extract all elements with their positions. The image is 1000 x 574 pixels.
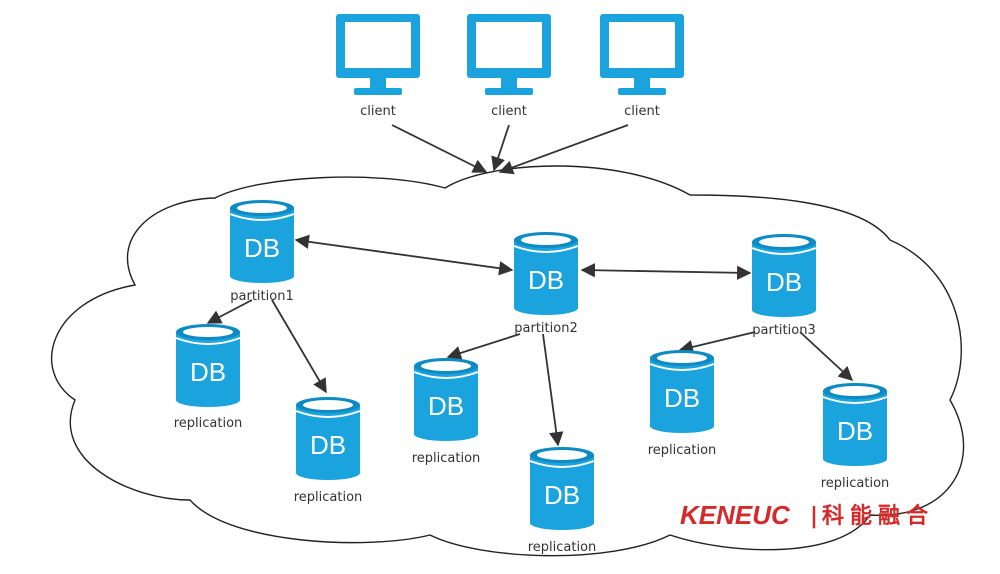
db-text: DB — [544, 480, 580, 510]
client-label: client — [624, 104, 660, 119]
partition-label: partition3 — [752, 323, 815, 338]
db-text: DB — [664, 383, 700, 413]
partition1-partition2-link — [294, 234, 514, 276]
monitor-icon — [336, 14, 420, 95]
replication-label: replication — [294, 490, 363, 505]
database-icon — [295, 397, 361, 480]
client-node: client — [467, 14, 551, 119]
db-text: DB — [190, 357, 226, 387]
db-text: DB — [528, 265, 564, 295]
replication-node: DB replication — [412, 358, 481, 466]
partition1-to-replication2-arrow — [271, 299, 327, 394]
brand-logo-cn: 科能融合 — [822, 503, 934, 529]
replication-label: replication — [412, 451, 481, 466]
monitor-icon — [467, 14, 551, 95]
partition-label: partition1 — [230, 289, 293, 304]
partition-label: partition2 — [514, 321, 577, 336]
replication-label: replication — [174, 416, 243, 431]
replication-label: replication — [648, 443, 717, 458]
partition-node: DB partition2 — [513, 232, 579, 336]
partition-node: DB partition3 — [751, 234, 817, 338]
client-nodes: client client client — [336, 14, 684, 119]
brand-logo-text: KENEUC — [680, 500, 791, 530]
replication-node: DB replication — [821, 383, 890, 491]
client-label: client — [360, 104, 396, 119]
db-text: DB — [428, 391, 464, 421]
client-node: client — [600, 14, 684, 119]
connections — [206, 124, 854, 447]
brand-separator: | — [810, 504, 818, 529]
db-text: DB — [837, 416, 873, 446]
replication-node: DB replication — [648, 350, 717, 458]
database-icon — [229, 200, 295, 283]
brand-logo: KENEUC | 科能融合 — [680, 500, 934, 530]
database-icon — [822, 383, 888, 466]
client3-to-cloud-arrow — [498, 124, 629, 175]
partition2-to-replication4-arrow — [542, 333, 564, 447]
database-icon — [649, 350, 715, 433]
replication-node: DB replication — [528, 447, 597, 555]
partition2-partition3-link — [580, 263, 752, 280]
replication-nodes: DB replication DB replication DB — [174, 324, 890, 555]
db-text: DB — [766, 267, 802, 297]
partition-node: DB partition1 — [229, 200, 295, 304]
client-label: client — [491, 104, 527, 119]
db-text: DB — [310, 430, 346, 460]
replication-node: DB replication — [294, 397, 363, 505]
db-text: DB — [244, 233, 280, 263]
partition1-to-replication1-arrow — [206, 299, 253, 324]
monitor-icon — [600, 14, 684, 95]
client2-to-cloud-arrow — [491, 124, 510, 172]
database-icon — [751, 234, 817, 317]
database-icon — [529, 447, 595, 530]
partition2-to-replication3-arrow — [446, 333, 521, 360]
replication-node: DB replication — [174, 324, 243, 431]
database-icon — [413, 358, 479, 441]
database-icon — [175, 324, 241, 407]
partition-nodes: DB partition1 DB partition2 DB p — [229, 200, 817, 338]
replication-label: replication — [528, 540, 597, 555]
database-icon — [513, 232, 579, 315]
partition3-to-replication6-arrow — [799, 331, 854, 381]
client1-to-cloud-arrow — [391, 124, 488, 173]
replication-label: replication — [821, 476, 890, 491]
partition3-to-replication5-arrow — [678, 331, 756, 354]
client-node: client — [336, 14, 420, 119]
